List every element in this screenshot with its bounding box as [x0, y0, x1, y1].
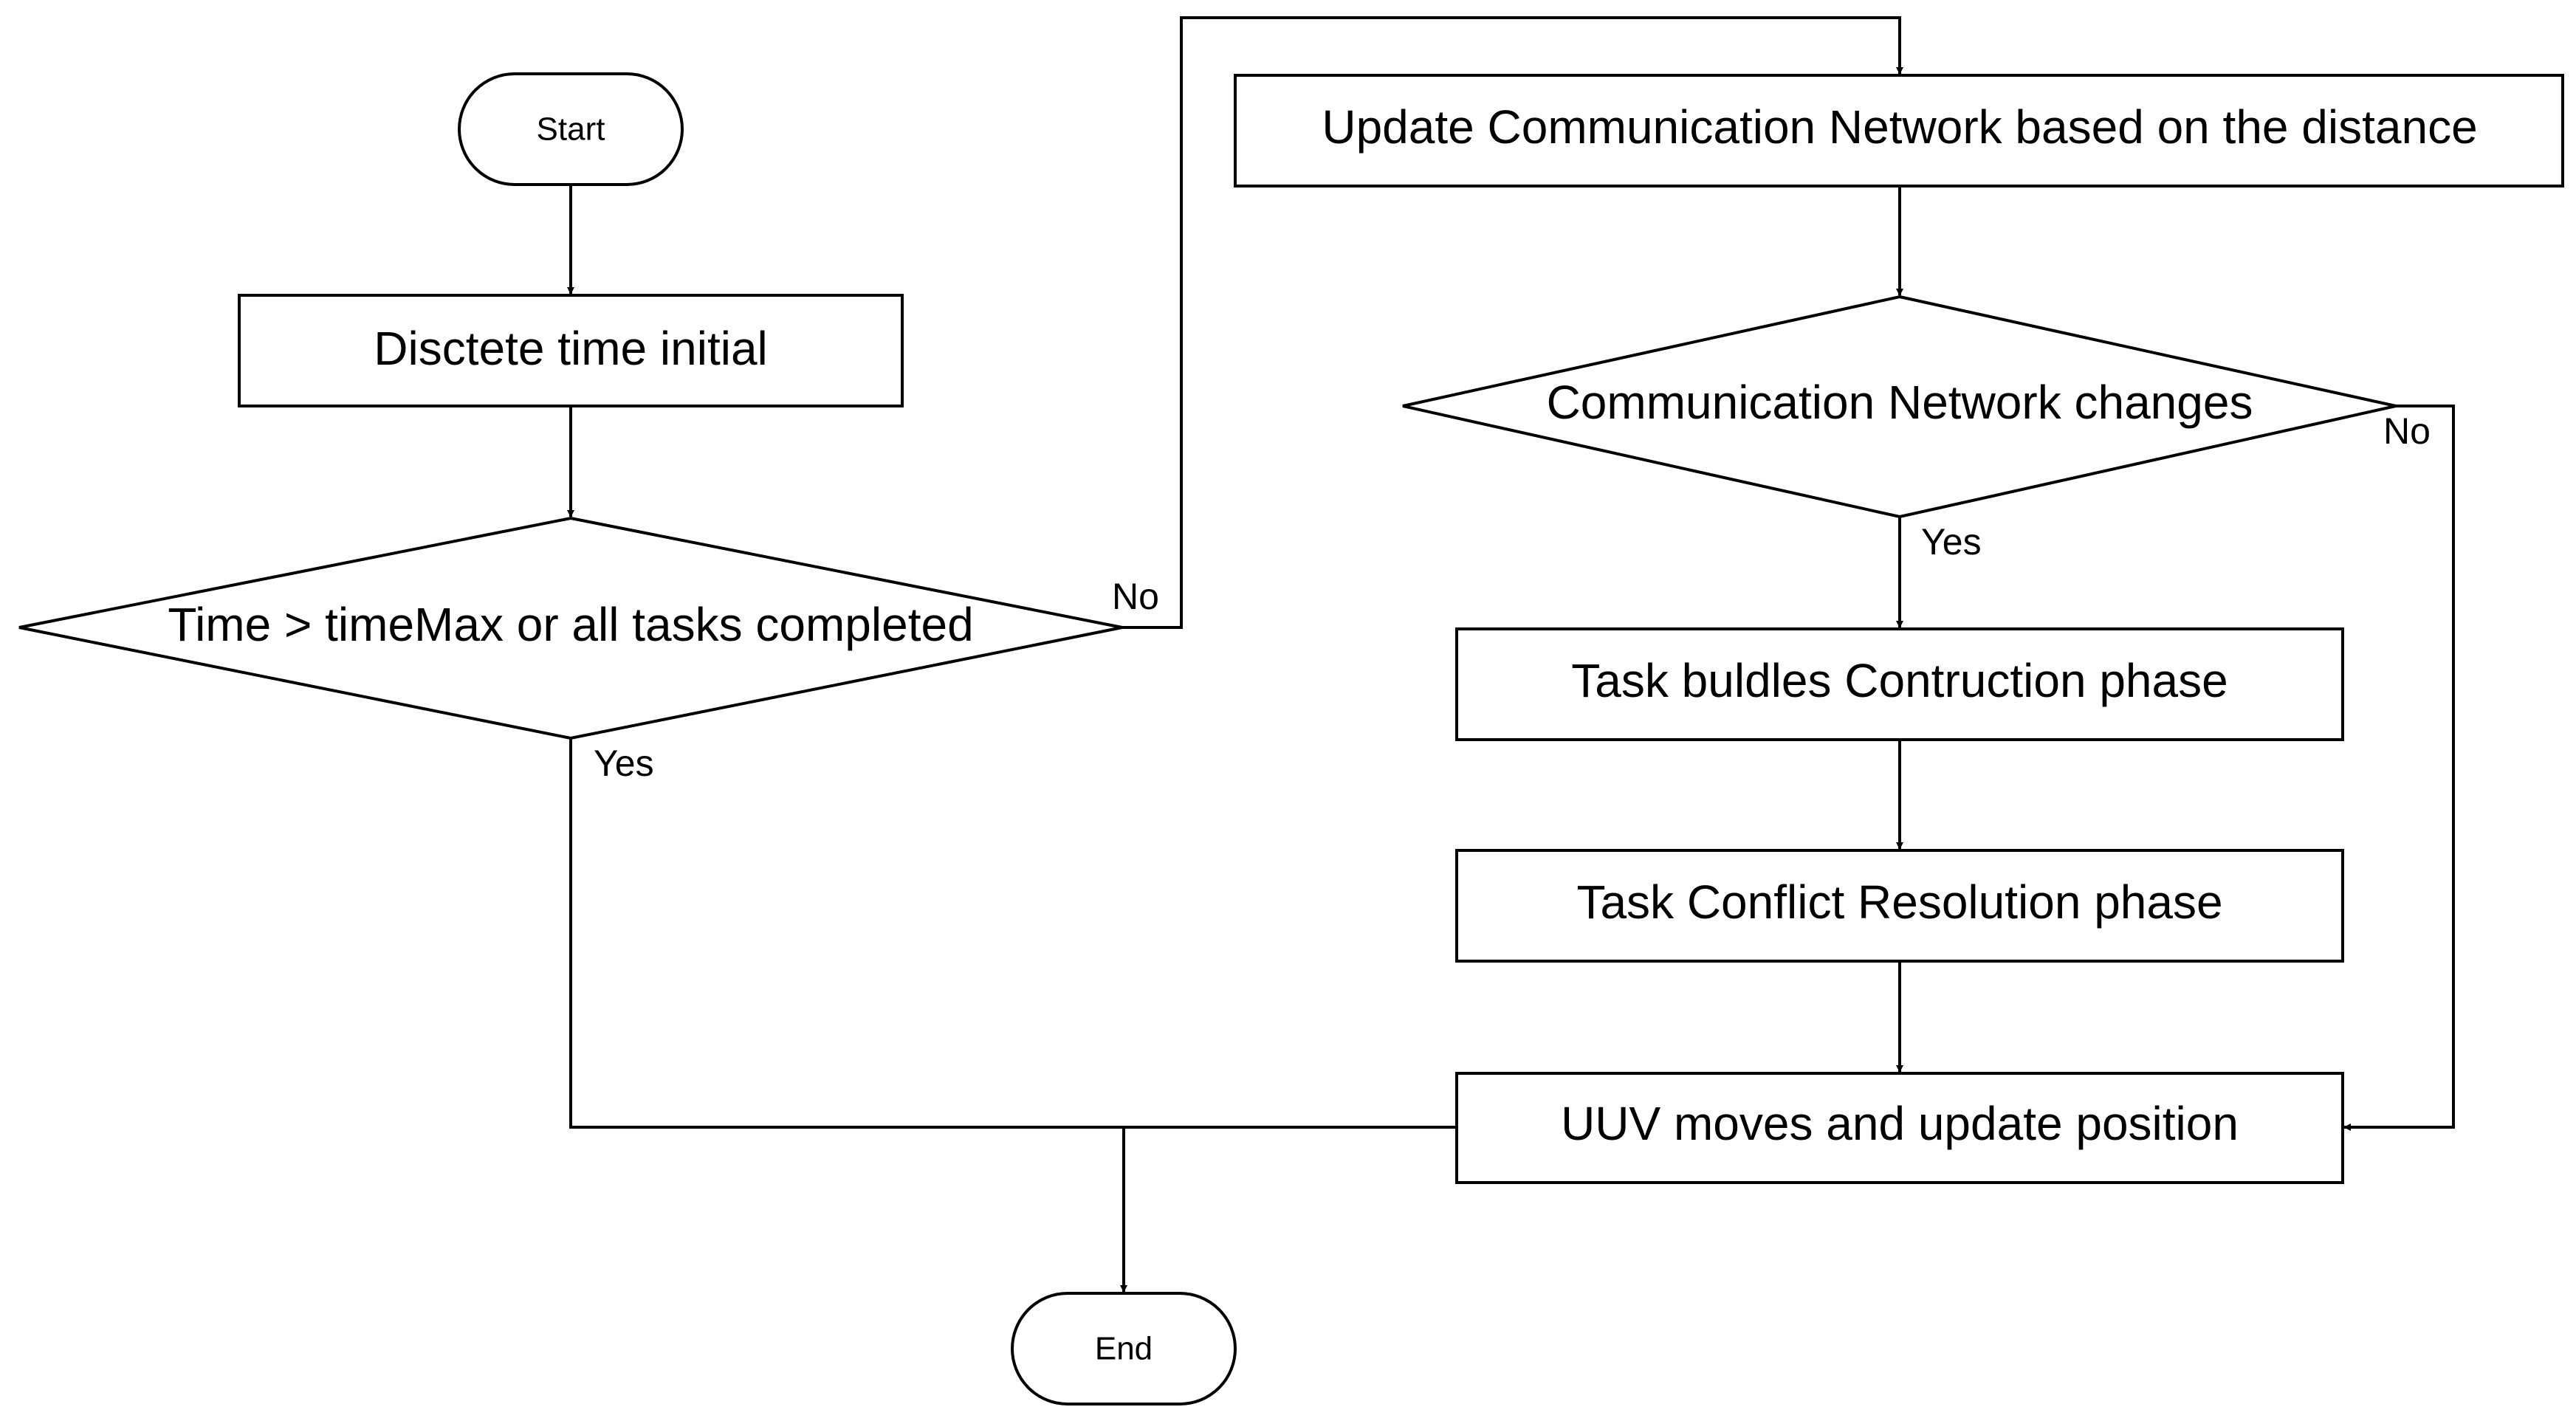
- uuv-moves-label: UUV moves and update position: [1561, 1097, 2239, 1150]
- start-label: Start: [537, 111, 605, 148]
- time-check-no-label: No: [1112, 576, 1159, 617]
- uuv-moves-process: [1455, 1072, 2344, 1184]
- node-end: End: [1011, 1292, 1237, 1405]
- time-check-label: Time > timeMax or all tasks completed: [168, 598, 973, 651]
- node-start: Start: [458, 72, 684, 186]
- bundle-construction-process: [1455, 627, 2344, 741]
- conflict-resolution-process: [1455, 849, 2344, 963]
- node-update-network: Update Communication Network based on th…: [1234, 74, 2564, 187]
- network-changes-decision: [1402, 295, 2397, 519]
- network-changes-yes-label: Yes: [1921, 521, 1982, 562]
- conflict-resolution-label: Task Conflict Resolution phase: [1576, 875, 2222, 929]
- time-check-yes-label: Yes: [594, 743, 654, 784]
- discrete-time-process: [238, 294, 904, 407]
- end-terminator: [1011, 1292, 1237, 1405]
- edge-network-changes-no-to-uuv-moves: [2343, 405, 2455, 1131]
- bundle-construction-label: Task buldles Contruction phase: [1571, 654, 2228, 707]
- node-bundle-construction: Task buldles Contruction phase: [1455, 627, 2344, 741]
- discrete-time-label: Disctete time initial: [374, 322, 768, 375]
- end-label: End: [1095, 1331, 1153, 1367]
- node-discrete-time: Disctete time initial: [238, 294, 904, 407]
- edge-time-check-yes-to-junction: [569, 738, 1456, 1129]
- node-time-check: Time > timeMax or all tasks completed: [18, 516, 1123, 740]
- update-network-label: Update Communication Network based on th…: [1322, 100, 2477, 154]
- network-changes-no-label: No: [2383, 410, 2431, 452]
- start-terminator: [458, 72, 684, 186]
- node-conflict-resolution: Task Conflict Resolution phase: [1455, 849, 2344, 963]
- network-changes-label: Communication Network changes: [1547, 376, 2253, 429]
- node-network-changes: Communication Network changes: [1402, 295, 2397, 519]
- edges: [567, 16, 2455, 1293]
- edge-time-check-no-to-update-network: [1122, 16, 1903, 629]
- branch-labels: No Yes No Yes: [594, 410, 2431, 784]
- time-check-decision: [18, 516, 1123, 740]
- node-uuv-moves: UUV moves and update position: [1455, 1072, 2344, 1184]
- update-network-process: [1234, 74, 2564, 187]
